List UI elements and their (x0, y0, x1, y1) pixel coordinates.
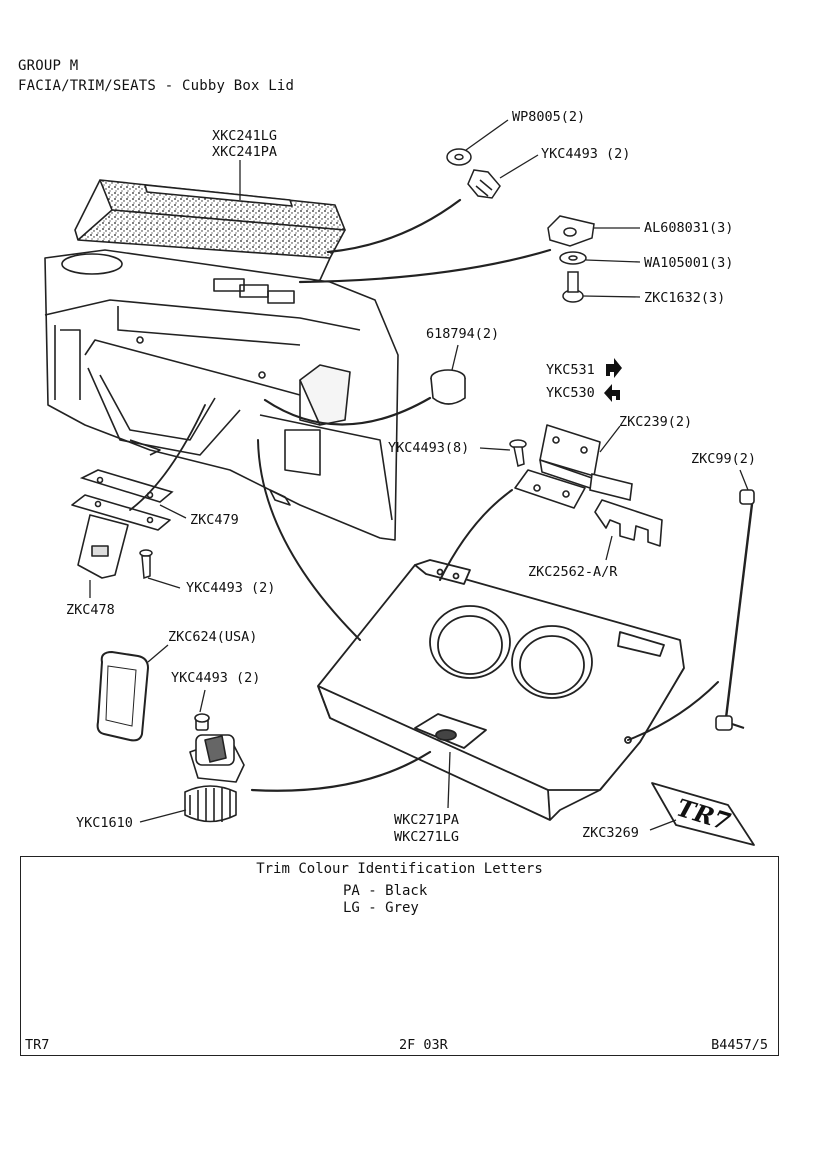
striker-zkc478 (71, 494, 171, 579)
group-label: GROUP M (18, 58, 79, 74)
footer-code: 2F 03R (399, 1037, 448, 1053)
footer-ref: B4457/5 (711, 1037, 768, 1053)
legend-box: Trim Colour Identification Letters PA - … (20, 856, 779, 1056)
screw-ykc4493-hinge (509, 439, 527, 467)
washer-wa105001 (559, 251, 587, 265)
screw-ykc4493-top (467, 169, 501, 199)
washer-wp8005 (446, 148, 472, 166)
callout-zkc478: ZKC478 (66, 602, 115, 618)
arrow-left-icon (604, 384, 620, 402)
exploded-parts-diagram: TR7 X (44, 109, 756, 846)
callout-ykc1610: YKC1610 (76, 815, 133, 831)
assembly-curves (129, 198, 719, 792)
callout-618794: 618794(2) (426, 326, 499, 342)
glove-box-wkc271 (317, 559, 685, 821)
callout-ykc4493-top: YKC4493 (2) (541, 146, 630, 162)
plate-zkc479 (79, 469, 174, 503)
legend-entry-pa: PA - Black (343, 883, 428, 899)
callout-zkc2562: ZKC2562-A/R (528, 564, 618, 580)
callout-ykc4493-catch: YKC4493 (2) (186, 580, 275, 596)
buffer-618794 (430, 369, 466, 405)
callout-zkc3269: ZKC3269 (582, 825, 639, 841)
callout-xkc241pa: XKC241PA (212, 144, 277, 160)
screw-ykc4493-catch (139, 549, 153, 580)
stay-zkc99 (715, 489, 755, 731)
legend-title: Trim Colour Identification Letters (256, 861, 543, 877)
callout-ykc4493-lock: YKC4493 (2) (171, 670, 260, 686)
screw-zkc1632 (562, 271, 584, 303)
leader-lines (89, 119, 749, 831)
cubby-box-lid (74, 179, 346, 283)
facia-console (44, 249, 399, 541)
callout-wa105001: WA105001(3) (644, 255, 733, 271)
footer-model: TR7 (25, 1037, 50, 1053)
bracket-zkc2562 (594, 499, 663, 547)
callout-ykc530: YKC530 (546, 385, 595, 401)
callout-zkc239: ZKC239(2) (619, 414, 692, 430)
arrow-right-icon (606, 358, 622, 378)
callout-zkc479: ZKC479 (190, 512, 239, 528)
pad-zkc624 (96, 650, 150, 742)
callout-wkc271lg: WKC271LG (394, 829, 459, 845)
callout-ykc531: YKC531 (546, 362, 595, 378)
callout-zkc99: ZKC99(2) (691, 451, 756, 467)
hinge-plate-zkc239 (589, 473, 633, 501)
clip-nut-al608031 (547, 215, 595, 247)
hinge-ykc531-ykc530 (514, 424, 601, 509)
page-title: FACIA/TRIM/SEATS - Cubby Box Lid (18, 78, 295, 94)
callout-zkc624: ZKC624(USA) (168, 629, 257, 645)
badge-zkc3269: TR7 (651, 782, 755, 846)
lock-ykc1610 (184, 713, 245, 823)
callout-ykc4493-8: YKC4493(8) (388, 440, 469, 456)
callout-zkc1632: ZKC1632(3) (644, 290, 725, 306)
callout-labels: XKC241LG XKC241PA WP8005(2) YKC4493 (2) … (66, 109, 756, 845)
legend-entry-lg: LG - Grey (343, 900, 419, 916)
callout-wkc271pa: WKC271PA (394, 812, 459, 828)
callout-al608031: AL608031(3) (644, 220, 733, 236)
callout-wp8005: WP8005(2) (512, 109, 585, 125)
callout-xkc241lg: XKC241LG (212, 128, 277, 144)
